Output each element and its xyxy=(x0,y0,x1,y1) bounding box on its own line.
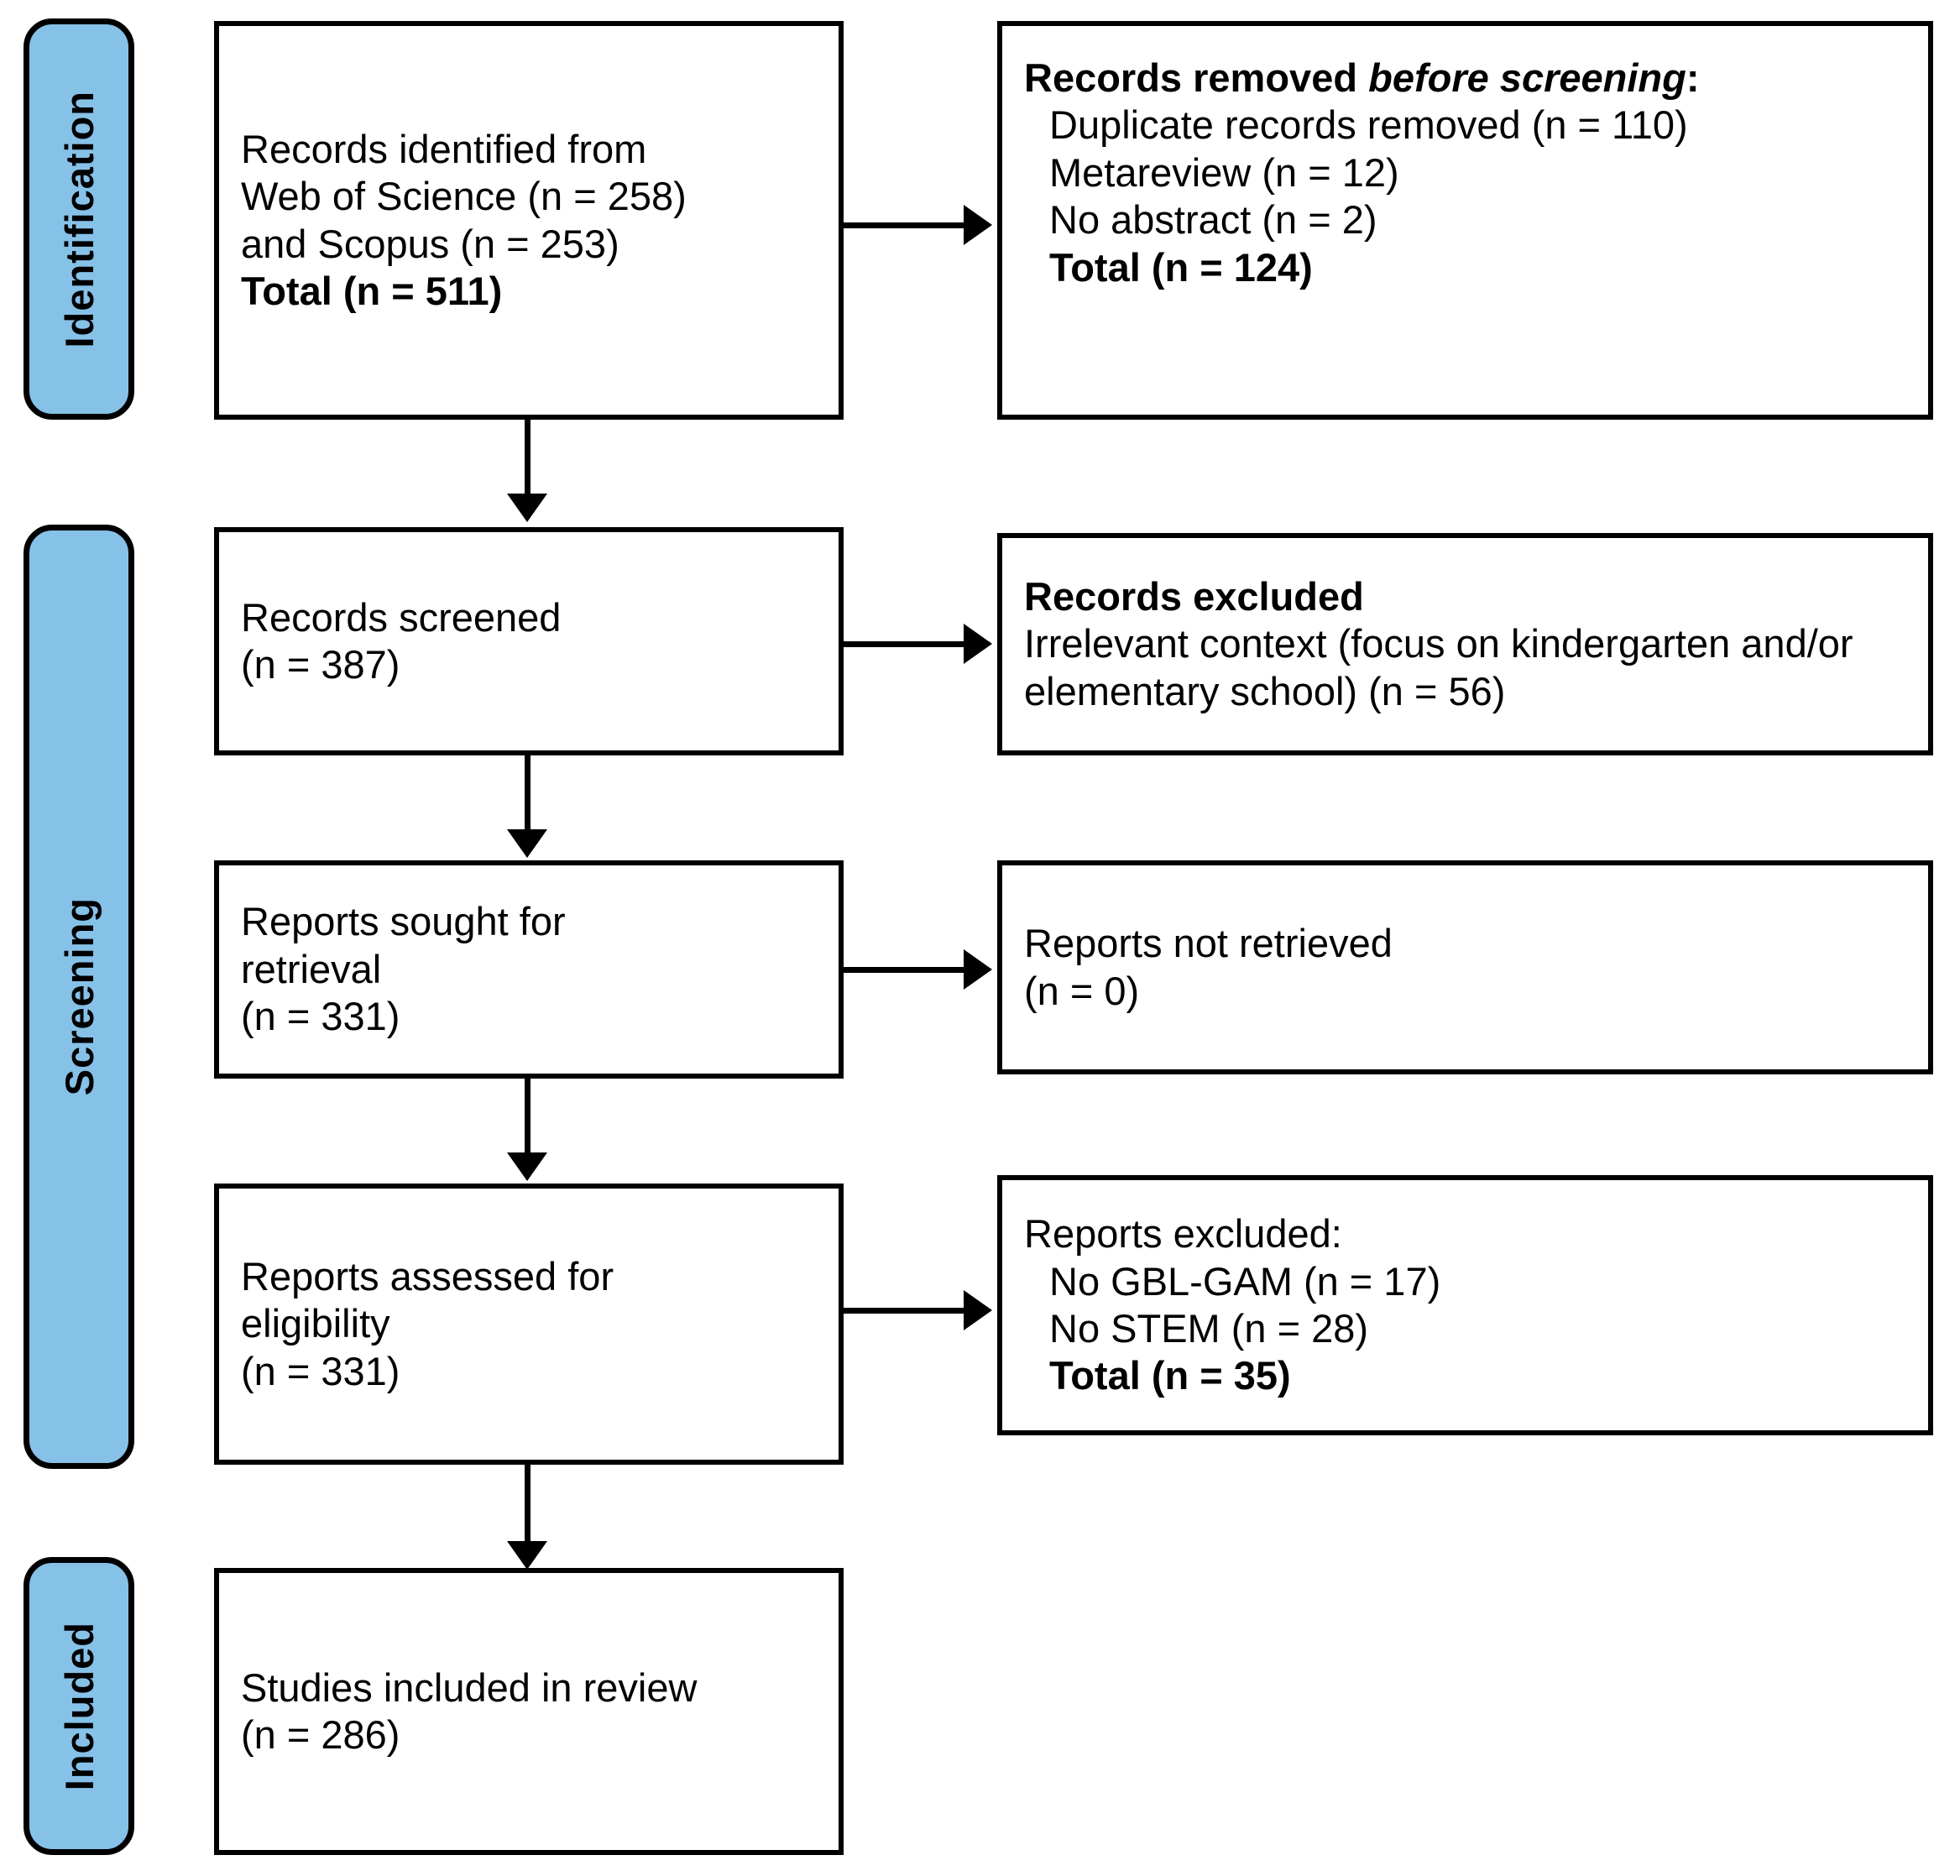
records-screened-line1: Records screened xyxy=(241,594,562,640)
box-reports-not-retrieved: Reports not retrieved (n = 0) xyxy=(997,860,1933,1074)
phase-bar-screening: Screening xyxy=(24,525,134,1469)
phase-bar-included: Included xyxy=(24,1557,134,1855)
connector-screened-to-sought-line xyxy=(525,755,531,833)
connector-sought-to-not-retrieved-line xyxy=(844,967,965,973)
box-records-removed: Records removed before screening: Duplic… xyxy=(997,21,1933,420)
box-records-identified: Records identified from Web of Science (… xyxy=(214,21,844,420)
connector-assessed-to-excluded-arrow xyxy=(964,1290,992,1330)
connector-sought-to-assessed-line xyxy=(525,1079,531,1156)
studies-included-line2: (n = 286) xyxy=(241,1712,400,1757)
records-identified-line1: Records identified from xyxy=(241,126,647,171)
records-removed-total: Total (n = 124) xyxy=(1049,244,1313,290)
reports-not-retrieved-line2: (n = 0) xyxy=(1024,968,1140,1013)
box-reports-excluded: Reports excluded: No GBL-GAM (n = 17) No… xyxy=(997,1175,1933,1435)
records-removed-header-part-b: before screening xyxy=(1368,55,1686,100)
records-excluded-header: Records excluded xyxy=(1024,573,1364,619)
connector-assessed-to-included-arrow xyxy=(507,1541,547,1570)
connector-screened-to-excluded-line xyxy=(844,641,965,647)
box-reports-sought: Reports sought for retrieval (n = 331) xyxy=(214,860,844,1079)
records-identified-line3: and Scopus (n = 253) xyxy=(241,221,619,266)
connector-identified-to-removed-arrow xyxy=(964,205,992,245)
phase-label-screening: Screening xyxy=(56,897,102,1096)
connector-screened-to-sought-arrow xyxy=(507,829,547,858)
reports-sought-line2: retrieval xyxy=(241,946,382,991)
connector-assessed-to-included-line xyxy=(525,1465,531,1544)
records-identified-total: Total (n = 511) xyxy=(241,268,503,313)
box-studies-included: Studies included in review (n = 286) xyxy=(214,1568,844,1855)
phase-label-identification: Identification xyxy=(56,90,102,348)
phase-label-included: Included xyxy=(56,1621,102,1791)
reports-assessed-line3: (n = 331) xyxy=(241,1348,400,1393)
reports-excluded-item1: No GBL-GAM (n = 17) xyxy=(1049,1258,1441,1304)
records-screened-line2: (n = 387) xyxy=(241,642,400,687)
records-removed-header-part-a: Records removed xyxy=(1024,55,1369,100)
studies-included-line1: Studies included in review xyxy=(241,1664,698,1710)
records-removed-item2: Metareview (n = 12) xyxy=(1049,149,1399,195)
reports-excluded-total: Total (n = 35) xyxy=(1049,1353,1291,1398)
connector-identified-to-screened-line xyxy=(525,420,531,497)
reports-assessed-line1: Reports assessed for xyxy=(241,1253,614,1299)
records-removed-item3: No abstract (n = 2) xyxy=(1049,197,1377,243)
box-records-screened: Records screened (n = 387) xyxy=(214,527,844,755)
phase-bar-identification: Identification xyxy=(24,18,134,420)
records-removed-item1: Duplicate records removed (n = 110) xyxy=(1049,102,1688,148)
reports-not-retrieved-line1: Reports not retrieved xyxy=(1024,921,1393,966)
reports-sought-line1: Reports sought for xyxy=(241,899,566,944)
box-reports-assessed: Reports assessed for eligibility (n = 33… xyxy=(214,1184,844,1465)
connector-assessed-to-excluded-line xyxy=(844,1308,965,1314)
reports-sought-line3: (n = 331) xyxy=(241,994,400,1039)
reports-assessed-line2: eligibility xyxy=(241,1301,390,1346)
reports-excluded-header: Reports excluded: xyxy=(1024,1211,1342,1257)
connector-identified-to-screened-arrow xyxy=(507,494,547,522)
connector-identified-to-removed-line xyxy=(844,222,965,228)
reports-excluded-item2: No STEM (n = 28) xyxy=(1049,1306,1369,1351)
records-identified-line2: Web of Science (n = 258) xyxy=(241,174,687,219)
connector-screened-to-excluded-arrow xyxy=(964,624,992,664)
records-removed-header: Records removed before screening: xyxy=(1024,55,1906,102)
records-removed-header-part-c: : xyxy=(1686,55,1700,100)
connector-sought-to-not-retrieved-arrow xyxy=(964,949,992,990)
connector-sought-to-assessed-arrow xyxy=(507,1152,547,1181)
records-excluded-reason: Irrelevant context (focus on kindergarte… xyxy=(1024,621,1853,713)
box-records-excluded: Records excluded Irrelevant context (foc… xyxy=(997,533,1933,755)
